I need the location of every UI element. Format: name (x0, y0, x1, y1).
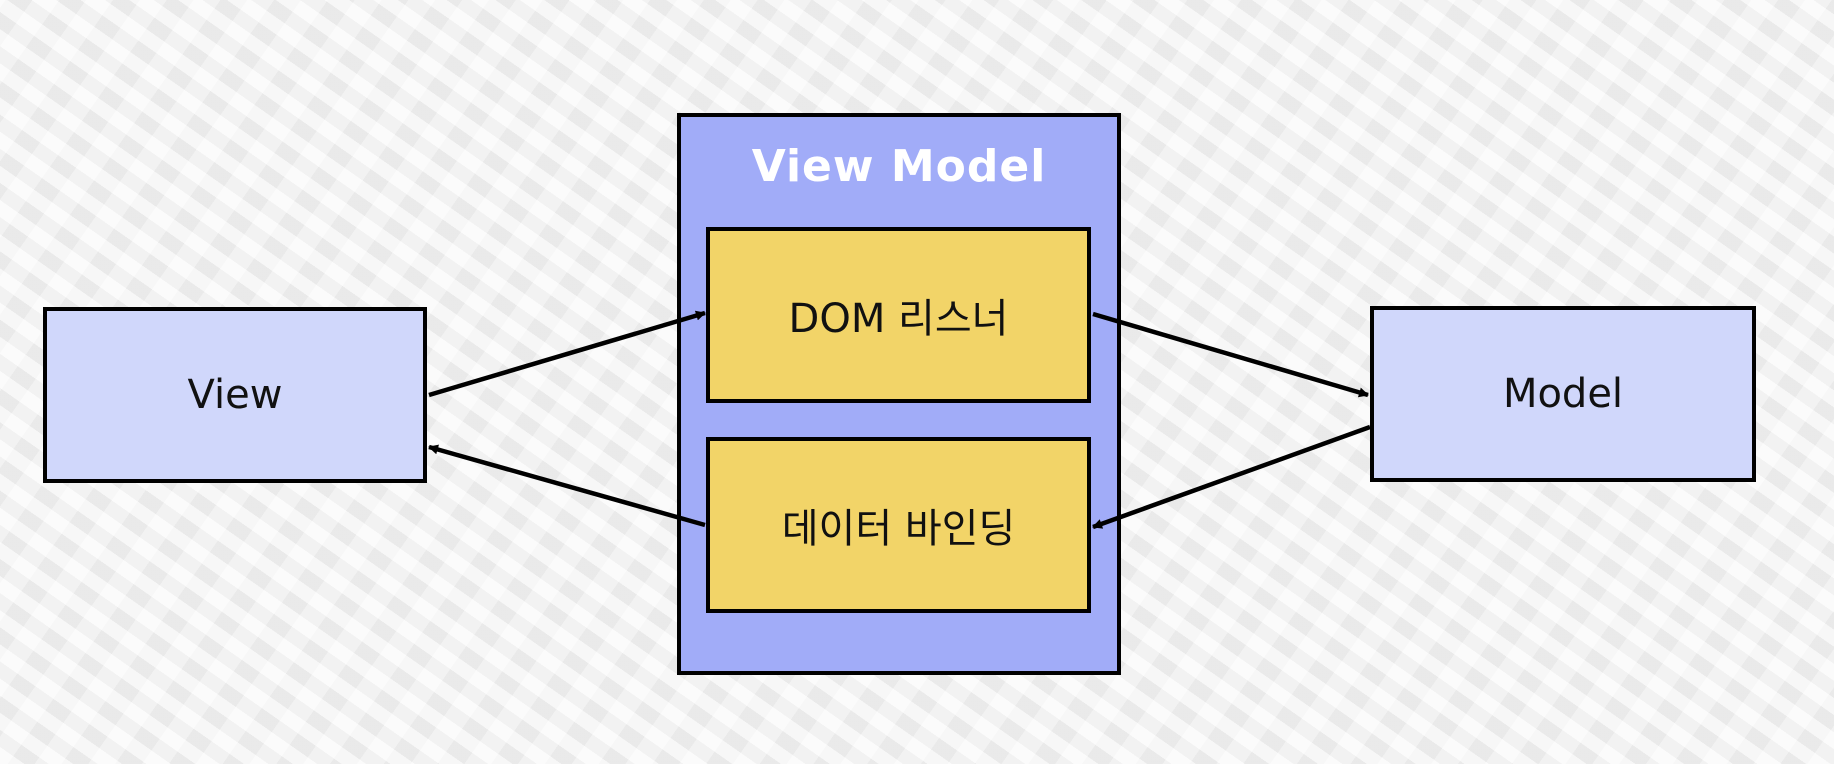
view-model-title: View Model (751, 141, 1047, 192)
data-binding-node: 데이터 바인딩 (706, 437, 1091, 613)
arrow-dom-listener-to-model (1092, 311, 1369, 398)
dom-listener-label: DOM 리스너 (788, 296, 1009, 342)
model-node: Model (1370, 306, 1756, 482)
view-node-label: View (187, 372, 283, 418)
model-node-label: Model (1502, 371, 1624, 417)
arrow-model-to-data-binding (1092, 424, 1371, 530)
dom-listener-node: DOM 리스너 (706, 227, 1091, 403)
arrow-data-binding-to-view (428, 444, 706, 528)
data-binding-label: 데이터 바인딩 (781, 506, 1016, 552)
view-node: View (43, 307, 427, 483)
arrow-view-to-dom-listener (428, 310, 706, 398)
